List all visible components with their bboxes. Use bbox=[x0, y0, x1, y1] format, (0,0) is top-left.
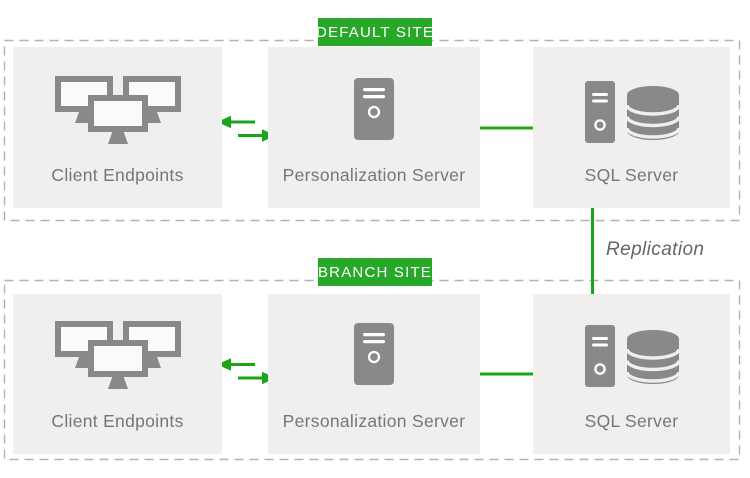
node-label: Personalization Server bbox=[282, 411, 466, 431]
default-site-badge: DEFAULT SITE bbox=[316, 18, 433, 46]
node-label: Personalization Server bbox=[282, 165, 466, 185]
tower-server-icon bbox=[354, 323, 394, 385]
node-sql-server-default: SQL Server bbox=[533, 47, 730, 208]
monitors-icon bbox=[54, 321, 181, 389]
node-client-endpoints-default: Client Endpoints bbox=[13, 47, 222, 208]
node-label: SQL Server bbox=[584, 411, 679, 431]
node-sql-server-branch: SQL Server bbox=[533, 294, 730, 454]
branch-site-badge: BRANCH SITE bbox=[318, 258, 432, 286]
node-personalization-server-default: Personalization Server bbox=[268, 47, 480, 208]
node-label: SQL Server bbox=[584, 165, 679, 185]
replication-label: Replication bbox=[606, 239, 705, 260]
tower-server-icon bbox=[354, 78, 394, 140]
node-label: Client Endpoints bbox=[51, 411, 184, 431]
server-database-icon bbox=[584, 81, 679, 143]
server-database-icon bbox=[584, 325, 679, 387]
node-client-endpoints-branch: Client Endpoints bbox=[13, 294, 222, 454]
node-personalization-server-branch: Personalization Server bbox=[268, 294, 480, 454]
node-label: Client Endpoints bbox=[51, 165, 184, 185]
monitors-icon bbox=[54, 76, 181, 144]
